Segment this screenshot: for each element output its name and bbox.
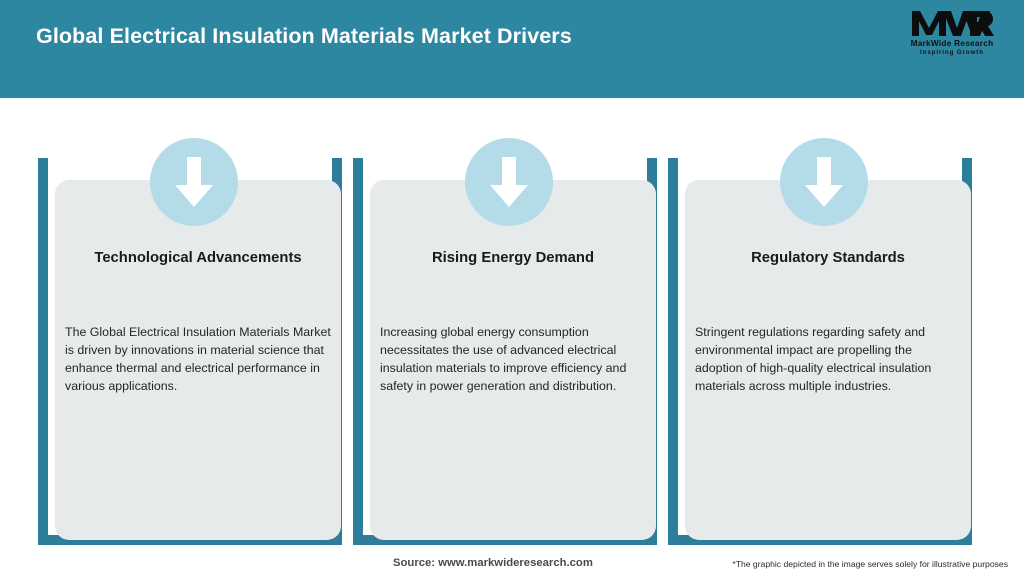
card-title: Technological Advancements [94,250,302,266]
arrow-down-icon [150,138,238,226]
drivers-card-row: Technological Advancements The Global El… [0,98,1024,576]
card-panel [370,180,656,540]
card-title: Regulatory Standards [751,250,905,266]
arrow-down-icon [465,138,553,226]
card-panel [685,180,971,540]
disclaimer-text: *The graphic depicted in the image serve… [732,559,1008,569]
card-body-text: Increasing global energy consumption nec… [380,325,627,393]
card-body-text: The Global Electrical Insulation Materia… [65,325,331,393]
arrow-down-icon [780,138,868,226]
source-label: Source: www.markwideresearch.com [393,557,593,569]
brand-logo: MarkWide Research Inspiring Growth [896,8,1008,60]
logo-tagline: Inspiring Growth [920,49,984,56]
card-body-text: Stringent regulations regarding safety a… [695,325,932,393]
card-title: Rising Energy Demand [432,250,594,266]
driver-card-3: Regulatory Standards Stringent regulatio… [668,98,988,558]
page-header: Global Electrical Insulation Materials M… [0,0,1024,98]
driver-card-1: Technological Advancements The Global El… [38,98,358,558]
page-title: Global Electrical Insulation Materials M… [36,24,572,48]
card-panel [55,180,341,540]
mwr-logo-icon [912,11,994,36]
driver-card-2: Rising Energy Demand Increasing global e… [353,98,673,558]
logo-company-name: MarkWide Research [910,39,994,48]
